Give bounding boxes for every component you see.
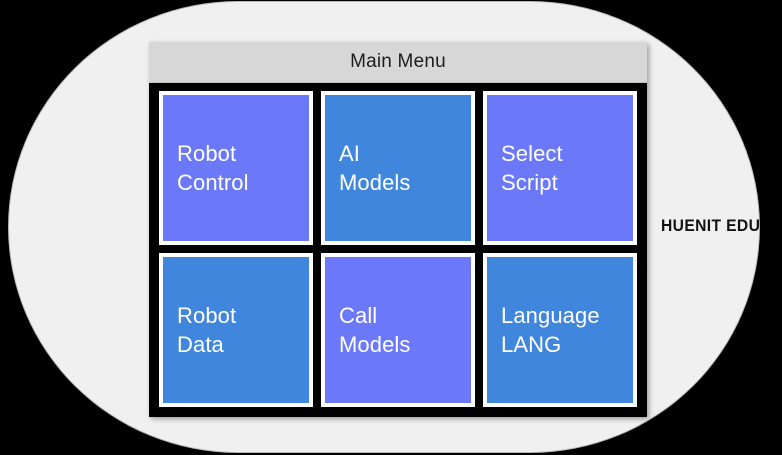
page-title: Main Menu: [350, 51, 446, 72]
device-body: Main Menu Robot Control AI Models Select S…: [8, 1, 760, 453]
brand-label: HUENIT EDU: [661, 216, 761, 235]
menu-tile-label: Robot Control: [177, 140, 249, 195]
menu-tile-label: Language LANG: [501, 302, 600, 357]
menu-tile-language-lang[interactable]: Language LANG: [483, 253, 637, 407]
menu-tile-label: Robot Data: [177, 302, 237, 357]
menu-tile-robot-data[interactable]: Robot Data: [159, 253, 313, 407]
menu-tile-call-models[interactable]: Call Models: [321, 253, 475, 407]
menu-tile-label: Call Models: [339, 302, 411, 357]
menu-tile-robot-control[interactable]: Robot Control: [159, 91, 313, 245]
menu-tile-label: Select Script: [501, 140, 563, 195]
screen-bezel: Main Menu Robot Control AI Models Select S…: [149, 42, 647, 417]
menu-tile-label: AI Models: [339, 140, 411, 195]
menu-tile-select-script[interactable]: Select Script: [483, 91, 637, 245]
menu-tile-ai-models[interactable]: AI Models: [321, 91, 475, 245]
title-bar: Main Menu: [149, 42, 647, 83]
